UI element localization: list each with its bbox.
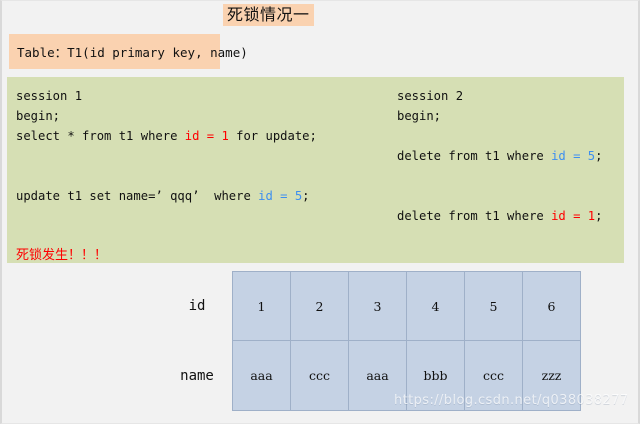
page-title: 死锁情况一 — [227, 5, 310, 24]
table-cell: aaa — [232, 340, 291, 411]
code-segment: delete from t1 where — [397, 209, 552, 223]
table-cell: 1 — [232, 271, 291, 341]
code-segment: id = 1 — [184, 129, 229, 143]
session-1-line-2: begin; — [16, 106, 317, 126]
table-cell: ccc — [290, 340, 349, 411]
code-segment: session 2 — [397, 89, 464, 103]
table-cell: 4 — [406, 271, 465, 341]
session-1-line-7 — [16, 206, 317, 226]
session-2-column: session 2 begin; delete from t1 where id … — [397, 86, 602, 226]
session-2-line-1: session 2 — [397, 86, 602, 106]
session-1-line-1: session 1 — [16, 86, 317, 106]
session-2-line-7: delete from t1 where id = 1; — [397, 206, 602, 226]
slide-title-banner: 死锁情况一 — [223, 4, 314, 26]
code-segment: select * from t1 where — [16, 129, 185, 143]
table-schema-label: Table：T1(id primary key, name) — [17, 45, 248, 60]
session-2-line-4: delete from t1 where id = 5; — [397, 146, 602, 166]
table-cell: zzz — [522, 340, 581, 411]
table-cell: aaa — [348, 340, 407, 411]
table-cell: 6 — [522, 271, 581, 341]
code-segment: delete from t1 where — [397, 149, 552, 163]
session-1-line-6: update t1 set name=’ qqq’ where id = 5; — [16, 186, 317, 206]
table-cell: bbb — [406, 340, 465, 411]
code-segment: begin; — [16, 109, 61, 123]
session-1-line-8 — [16, 226, 317, 246]
session-code-block: session 1 begin; select * from t1 where id… — [7, 77, 624, 263]
row-header-id: id — [188, 298, 206, 314]
session-1-line-3: select * from t1 where id = 1 for update… — [16, 126, 317, 146]
session-2-line-5 — [397, 166, 602, 186]
code-segment: id = 1 — [551, 209, 596, 223]
code-segment: id = 5 — [551, 149, 596, 163]
table-schema-banner: Table：T1(id primary key, name) — [9, 34, 248, 69]
code-segment: ; — [302, 189, 310, 203]
row-header-name: name — [180, 368, 214, 384]
session-2-line-6 — [397, 186, 602, 206]
table-cell: 5 — [464, 271, 523, 341]
code-segment: ; — [595, 209, 603, 223]
code-segment: for update; — [228, 129, 317, 143]
code-segment: begin; — [397, 109, 442, 123]
session-2-line-2: begin; — [397, 106, 602, 126]
session-1-line-5 — [16, 166, 317, 186]
code-segment: update t1 set name=’ qqq’ where — [16, 189, 259, 203]
session-1-line-4 — [16, 146, 317, 166]
code-segment: ; — [595, 149, 603, 163]
table-cell: ccc — [464, 340, 523, 411]
table-cell: 2 — [290, 271, 349, 341]
table-cell: 3 — [348, 271, 407, 341]
session-1-column: session 1 begin; select * from t1 where id… — [16, 86, 317, 266]
session-2-line-3 — [397, 126, 602, 146]
code-segment: id = 5 — [258, 189, 303, 203]
deadlock-warning-text: 死锁发生！！！ — [16, 248, 108, 263]
code-segment: session 1 — [16, 89, 83, 103]
